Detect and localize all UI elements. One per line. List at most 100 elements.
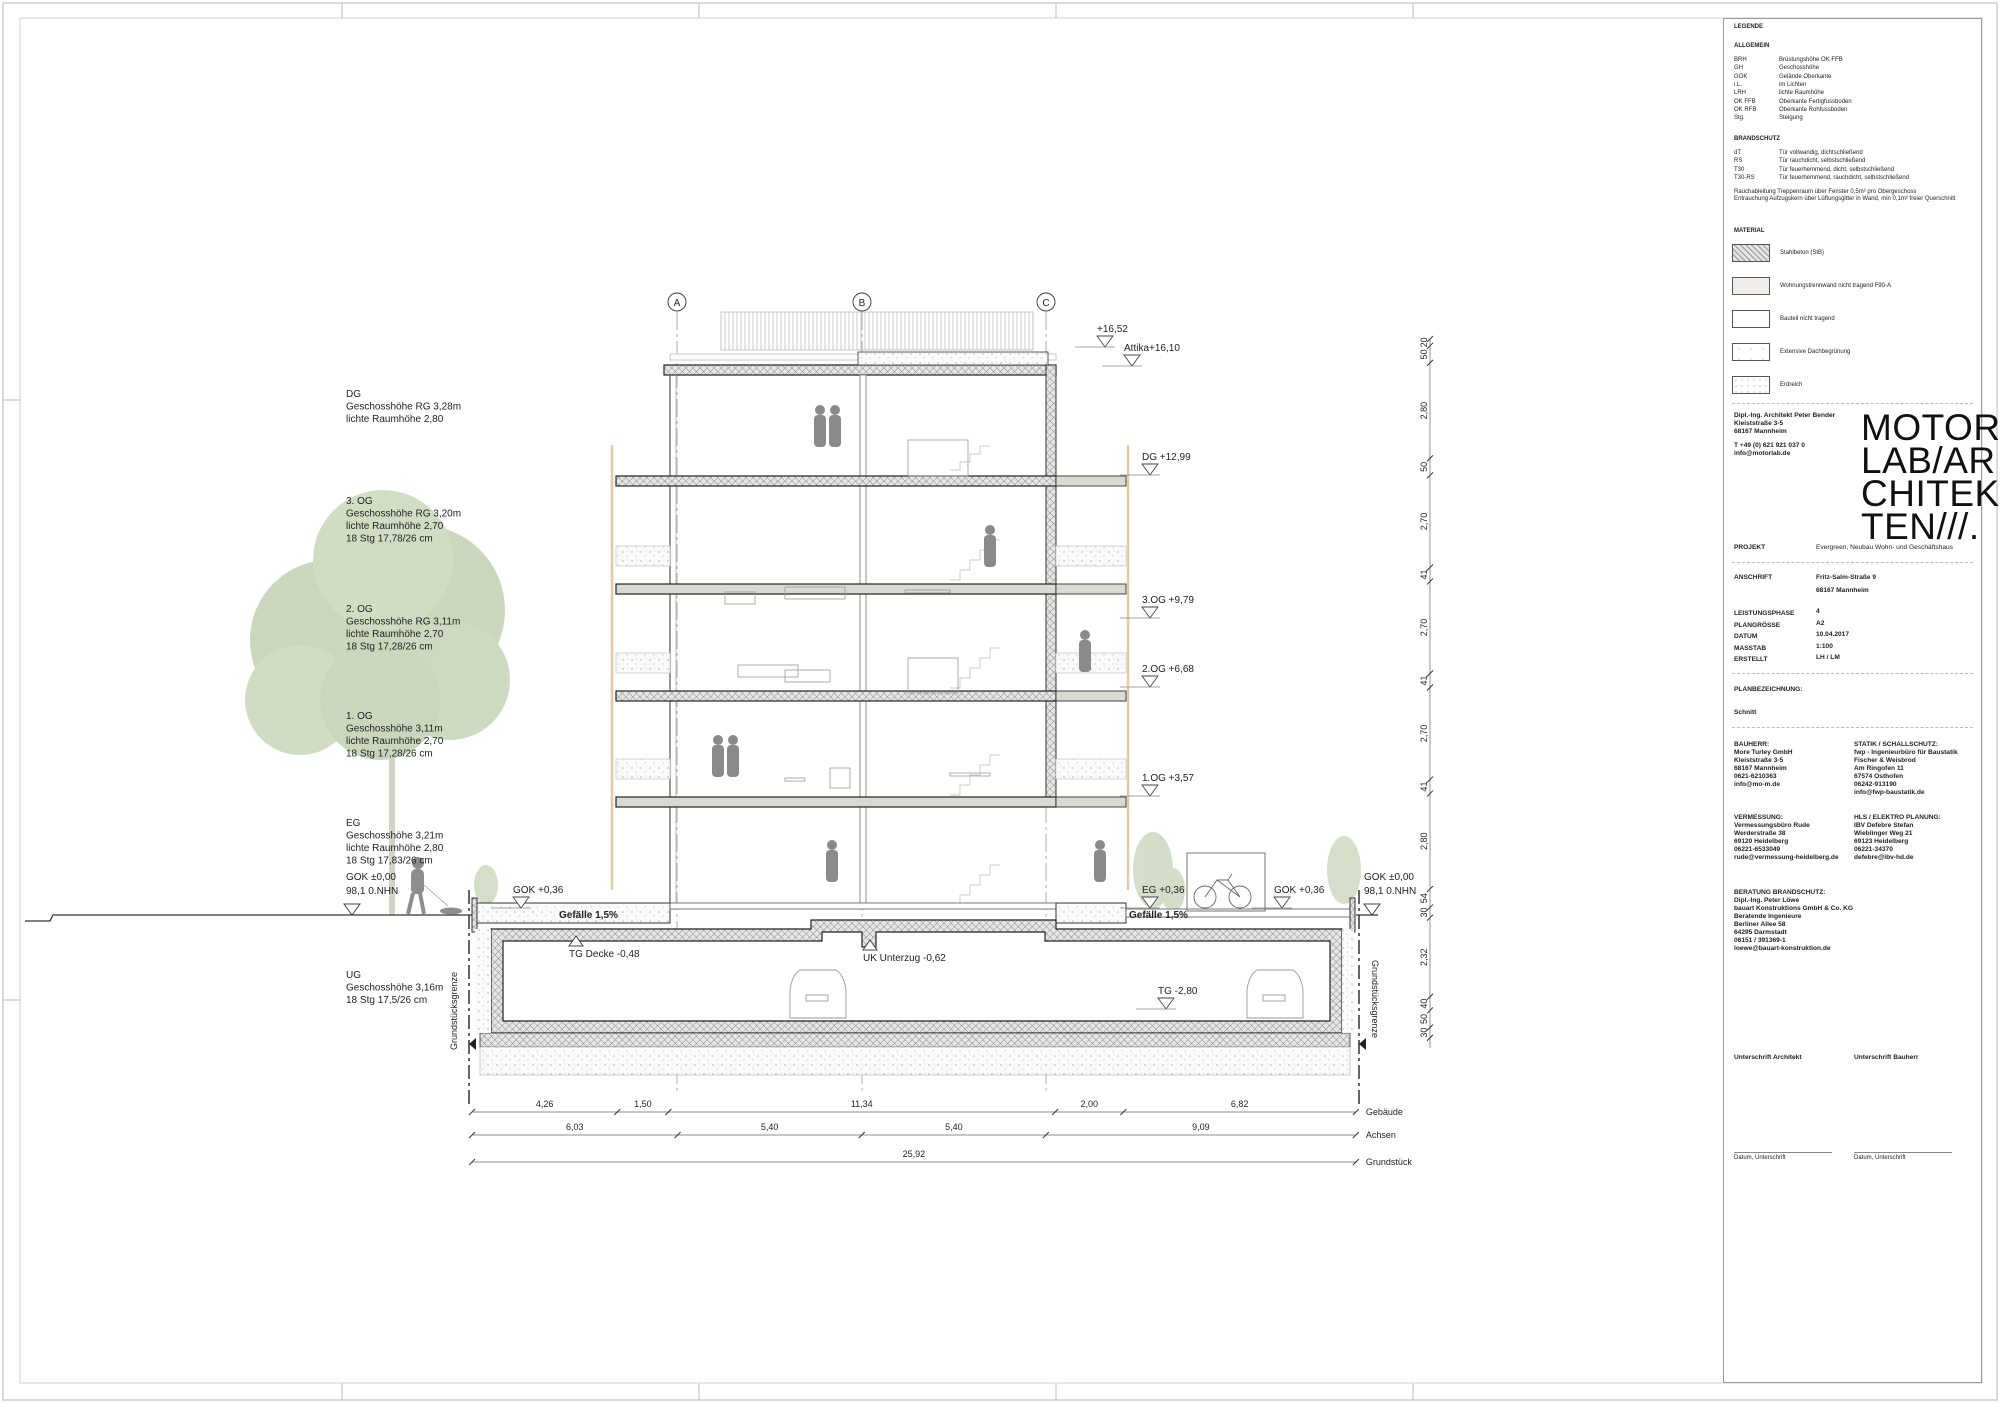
property-boundary [468, 890, 1360, 1105]
party-line: Wieblinger Weg 21 [1854, 830, 1913, 837]
dimension-value: 1,50 [634, 1099, 652, 1109]
party-line: 69120 Heidelberg [1734, 838, 1789, 845]
meta-value: LH / LM [1816, 654, 1840, 661]
boundary-arrow-right [1359, 1038, 1366, 1050]
floor-note-line: 18 Stg 17,78/26 cm [346, 534, 433, 545]
person-figure [827, 840, 837, 850]
level-label: GOK ±0,00 [1364, 872, 1414, 883]
axis-label: C [1042, 298, 1049, 309]
party-line: 06221-34370 [1854, 846, 1893, 853]
fire-note: Rauchableitung Treppenraum über Fenster … [1734, 189, 1917, 195]
legend-description: Gelände Oberkante [1779, 73, 1832, 80]
level-label: GOK ±0,00 [346, 872, 396, 883]
person-figure [829, 415, 841, 447]
boundary-label-left: Grundstücksgrenze [449, 972, 459, 1050]
party-line: Fischer & Weisbrod [1854, 757, 1916, 764]
party-title: BERATUNG BRANDSCHUTZ: [1734, 889, 1826, 896]
level-label: DG +12,99 [1142, 452, 1191, 463]
balcony-railing [615, 545, 671, 567]
legend-fire-title: BRANDSCHUTZ [1734, 136, 1780, 142]
legend-abbreviation: LRH [1734, 90, 1747, 97]
dimension-tick [1426, 914, 1434, 922]
dimension-tick [1426, 342, 1434, 350]
architect-city: 68167 Mannheim [1734, 428, 1787, 435]
dimension-value: 2,70 [1419, 619, 1429, 637]
dimension-tick [1426, 1007, 1434, 1014]
legend-description: Tür feuerhemmend, rauchdicht, selbstschl… [1779, 174, 1910, 181]
party-line: 67574 Osthofen [1854, 773, 1904, 780]
dimension-tick [1426, 578, 1434, 585]
level-triangle [1096, 335, 1114, 348]
floor-note-title: 2. OG [346, 604, 373, 615]
dimension-chain-label: Grundstück [1366, 1157, 1413, 1167]
floor-note-line: Geschosshöhe RG 3,20m [346, 509, 461, 520]
boundary-arrow-left [469, 1038, 476, 1050]
logo-line: LAB/AR [1861, 440, 1996, 481]
plan-title-value: Schnitt [1734, 709, 1757, 716]
person-figure [1094, 850, 1106, 882]
parked-cars [789, 969, 1304, 1019]
dimension-value: 4,26 [536, 1099, 554, 1109]
floor-note-line: Geschosshöhe RG 3,11m [346, 617, 460, 628]
material-swatch [1732, 310, 1770, 328]
legend-description: Oberkante Rohfussboden [1779, 106, 1848, 113]
facade [610, 364, 1130, 910]
slope-label-right: Gefälle 1,5% [1129, 910, 1188, 921]
party-line: loewe@bauart-konstruktion.de [1734, 945, 1831, 952]
meta-label: MASSTAB [1734, 644, 1767, 652]
legend-abbreviation: T30 [1734, 166, 1745, 173]
party-line: IBV Defebre Stefan [1854, 822, 1914, 829]
meta-label: PLANGRÖSSE [1734, 621, 1781, 629]
floor-note-line: 18 Stg 17,5/26 cm [346, 995, 427, 1006]
architect-street: Kleiststraße 3-5 [1734, 420, 1784, 427]
legend-description: lichte Raumhöhe [1779, 90, 1825, 97]
legend-abbreviation: T30-RS [1734, 174, 1755, 181]
legend-abbreviation: OK RFB [1734, 106, 1757, 113]
dimension-value: 40 [1419, 999, 1429, 1009]
party-line: bauart Konstruktions GmbH & Co. KG [1734, 905, 1854, 912]
dimension-tick [1426, 776, 1434, 783]
person-figure [1079, 640, 1091, 672]
level-triangle [1157, 997, 1175, 1010]
person-figure [985, 525, 995, 535]
dimension-value: 9,09 [1192, 1122, 1210, 1132]
address-street: Fritz-Salm-Straße 9 [1816, 574, 1877, 581]
person-figure [727, 745, 739, 777]
dimension-tick [1426, 335, 1434, 343]
dimension-tick [1426, 684, 1434, 691]
dimension-tick [468, 1108, 476, 1116]
level-label: TG Decke -0,48 [569, 949, 640, 960]
floor-note-title: DG [346, 389, 361, 400]
dimension-value: 41 [1419, 782, 1429, 792]
legend-description: Geschosshöhe [1779, 65, 1820, 72]
balcony-railing [615, 652, 671, 674]
slope-label-left: Gefälle 1,5% [559, 910, 618, 921]
level-label: 1.OG +3,57 [1142, 773, 1194, 784]
party-title: BAUHERR: [1734, 741, 1770, 748]
architect-name: Dipl.-Ing. Architekt Peter Bender [1734, 412, 1836, 419]
floor-note-line: Geschosshöhe 3,16m [346, 983, 443, 994]
dimension-value: 20 [1419, 337, 1429, 347]
dimension-tick [1426, 790, 1434, 797]
legend-description: Tür rauchdicht, selbstschließend [1779, 158, 1866, 165]
dimension-tick [1426, 904, 1434, 911]
axis-marker [667, 292, 687, 312]
party-line: More Turley GmbH [1734, 749, 1793, 756]
boundary-label-right: Grundstücksgrenze [1370, 960, 1380, 1038]
signature-line [1854, 1152, 1952, 1153]
party-title: VERMESSUNG: [1734, 814, 1784, 821]
project-label: PROJEKT [1734, 544, 1766, 551]
legend-description: Brüstungshöhe OK FFB [1779, 57, 1843, 63]
meta-value: 10.04.2017 [1816, 631, 1850, 638]
material-label: Bauteil nicht tragend [1780, 316, 1835, 322]
meta-label: DATUM [1734, 633, 1758, 640]
level-label: 98,1 0.NHN [346, 886, 398, 897]
logo-line: TEN///. [1861, 506, 1980, 547]
level-triangle [1141, 896, 1159, 909]
floor-note-line: 18 Stg 17,28/26 cm [346, 749, 433, 760]
person-figure [728, 735, 738, 745]
material-label: Extensive Dachbegrünung [1780, 349, 1851, 355]
dimension-tick [1051, 1108, 1059, 1116]
motorlab-logo: MOTOR LAB/AR CHITEK TEN///. [1861, 409, 2000, 547]
level-label: GOK +0,36 [513, 885, 564, 896]
